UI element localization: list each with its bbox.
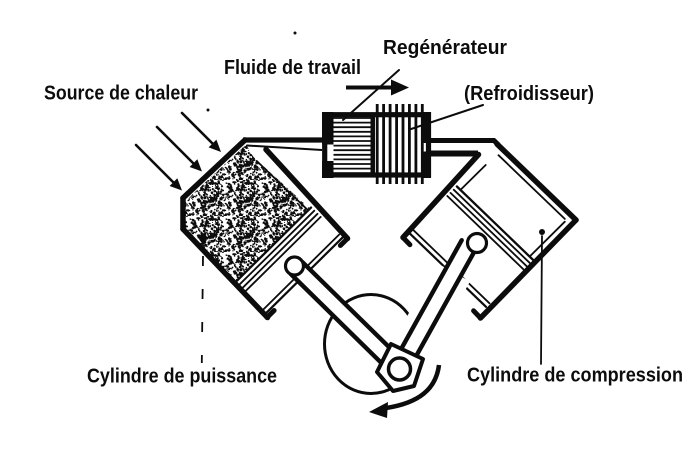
svg-text:Cylindre de compression: Cylindre de compression xyxy=(467,364,683,387)
svg-text:Fluide de travail: Fluide de travail xyxy=(224,56,361,79)
svg-text:(Refroidisseur): (Refroidisseur) xyxy=(464,82,594,105)
svg-text:Source de chaleur: Source de chaleur xyxy=(44,82,198,105)
svg-text:Regénérateur: Regénérateur xyxy=(383,36,507,59)
svg-text:Cylindre de puissance: Cylindre de puissance xyxy=(87,365,277,388)
